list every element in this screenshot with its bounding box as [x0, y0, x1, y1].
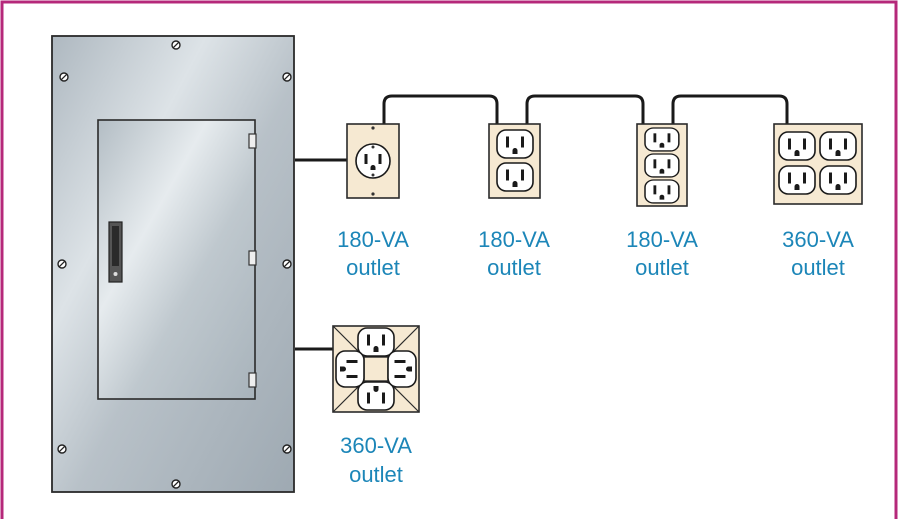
- screw-lower-right: [282, 444, 292, 454]
- screw-mid-left: [57, 259, 67, 269]
- outlet-2: [488, 123, 541, 199]
- outlet-1-rating-label: 180-VA: [337, 227, 409, 252]
- screw-top: [171, 40, 181, 50]
- screw-mid-right: [282, 259, 292, 269]
- outlet-4-kind-label: outlet: [791, 255, 845, 280]
- outlet-1-kind-label: outlet: [346, 255, 400, 280]
- outlet-1: [346, 123, 400, 199]
- labels: 180-VA outlet 180-VA outlet 180-VA outle…: [337, 227, 854, 487]
- outlet-4: [773, 123, 863, 205]
- outlet-4-rating-label: 360-VA: [782, 227, 854, 252]
- hinge-top: [248, 133, 257, 149]
- outlet-3-rating-label: 180-VA: [626, 227, 698, 252]
- outlet-5: [332, 325, 420, 413]
- outlet-2-rating-label: 180-VA: [478, 227, 550, 252]
- outlet-5-rating-label: 360-VA: [340, 433, 412, 458]
- hinge-bottom: [248, 372, 257, 388]
- wires: [295, 94, 789, 351]
- wire-3-4: [671, 94, 789, 124]
- outlet-3: [636, 123, 688, 207]
- wire-1-2: [382, 94, 499, 124]
- outlet-3-kind-label: outlet: [635, 255, 689, 280]
- screw-bottom: [171, 479, 181, 489]
- hinge-middle: [248, 250, 257, 266]
- screw-lower-left: [57, 444, 67, 454]
- screw-upper-right: [282, 72, 292, 82]
- screw-upper-left: [59, 72, 69, 82]
- panelboard: [51, 35, 295, 493]
- outlet-5-kind-label: outlet: [349, 462, 403, 487]
- wire-2-3: [525, 94, 645, 124]
- outlet-2-kind-label: outlet: [487, 255, 541, 280]
- door-latch: [108, 221, 123, 283]
